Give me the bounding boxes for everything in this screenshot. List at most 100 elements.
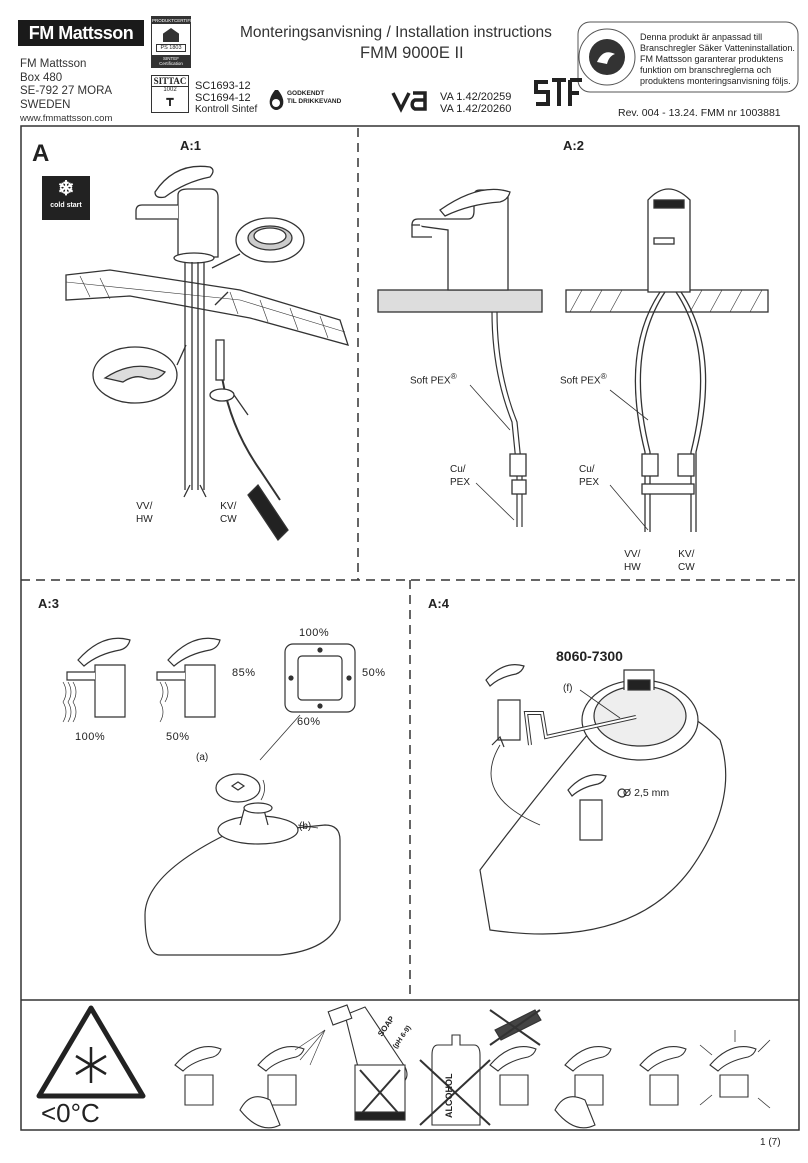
va-codes: VA 1.42/20259 VA 1.42/20260 — [440, 91, 511, 115]
alcohol-label: ALCOHOL — [444, 1073, 454, 1119]
address-line: Box 480 — [20, 71, 63, 84]
faucet-step-6 — [649, 1074, 679, 1106]
cert-text-line: funktion om branschreglerna och — [640, 65, 772, 75]
website: www.fmmattsson.com — [20, 113, 113, 124]
a2-diagram — [377, 188, 769, 532]
section-a1-label: A:1 — [180, 138, 201, 153]
a2-cw-label: KV/CW — [678, 548, 695, 574]
page-number: 1 (7) — [760, 1137, 781, 1148]
soft-pex-text: Soft PEX — [410, 375, 451, 387]
a3-part-b: (b) — [299, 821, 312, 832]
a1-hw-label: VV/HW — [136, 500, 153, 526]
tap-symbol-icon: ┳ — [166, 92, 174, 106]
a1-hw-line: VV/ — [136, 501, 153, 512]
a4-part-f: (f) — [563, 683, 573, 694]
a3-part-a: (a) — [196, 752, 209, 763]
sc-codes: SC1693-12 SC1694-12 Kontroll Sintef — [195, 80, 257, 116]
certification-text: Denna produkt är anpassad till Branschre… — [640, 32, 800, 87]
registered-mark: ® — [600, 371, 607, 381]
a3-dial-85: 85% — [232, 667, 256, 679]
sittac-logo: SITTAC 1002 ┳ — [151, 75, 189, 113]
a2-soft-pex-right: Soft PEX® — [560, 371, 607, 386]
cert-text-line: Denna produkt är anpassad till — [640, 32, 763, 42]
sc-code: SC1693-12 — [195, 80, 251, 92]
a3-flow-100: 100% — [75, 731, 106, 743]
soft-pex-text: Soft PEX — [560, 375, 601, 387]
warning-triangle-icon — [36, 1005, 146, 1099]
brand-logo: FM Mattsson — [18, 20, 144, 46]
address-line: FM Mattsson — [20, 58, 87, 70]
a2-cu-pex-left: Cu/PEX — [450, 463, 470, 489]
product-certificate-badge: PRODUKTCERTIFIKAT PS 1803 SINTEF Certifi… — [151, 16, 200, 68]
a4-hex-size: Ø 2,5 mm — [623, 787, 670, 799]
a3-dial-100: 100% — [299, 627, 330, 639]
a4-diagram — [479, 664, 727, 935]
company-address: FM Mattsson Box 480 SE-792 27 MORA SWEDE… — [20, 58, 112, 126]
model-name: FMM 9000E II — [360, 44, 464, 62]
a1-cw-line: CW — [220, 514, 237, 525]
revision-text: Rev. 004 - 13.24. FMM nr 1003881 — [618, 107, 781, 119]
snowflake-icon: ❄ — [57, 178, 75, 200]
house-icon — [163, 28, 179, 42]
sittac-label: SITTAC — [152, 76, 188, 87]
a4-tool-number: 8060-7300 — [556, 648, 623, 664]
cleaning-steps — [174, 1004, 771, 1129]
address-line: SWEDEN — [20, 98, 71, 111]
a1-hw-line: HW — [136, 514, 153, 525]
stf-logo-icon — [534, 78, 582, 106]
cold-start-label: cold start — [50, 202, 82, 209]
cu-pex-line: Cu/ — [450, 464, 466, 475]
certification-seal-icon — [578, 28, 636, 86]
a1-diagram — [65, 165, 349, 542]
cu-pex-line: PEX — [579, 477, 600, 488]
cert-badge-top: PRODUKTCERTIFIKAT — [152, 17, 200, 24]
sc-code: SC1694-12 — [195, 92, 251, 104]
alcohol-bottle-icon — [431, 1034, 481, 1126]
va-code: VA 1.42/20260 — [440, 103, 512, 115]
document-title: Monteringsanvisning / Installation instr… — [240, 24, 552, 41]
faucet-lever — [154, 165, 214, 199]
godkendt-line: TIL DRIKKEVAND — [287, 98, 342, 105]
a1-cw-label: KV/CW — [220, 500, 237, 526]
godkendt-label: GODKENDT TIL DRIKKEVAND — [287, 90, 341, 106]
a3-dial-50: 50% — [362, 667, 386, 679]
cu-pex-line: Cu/ — [579, 464, 595, 475]
a2-cw-line: CW — [678, 562, 695, 573]
sittac-number: 1002 — [163, 87, 177, 93]
a2-hw-line: VV/ — [624, 549, 641, 560]
a2-cw-line: KV/ — [678, 549, 695, 560]
a3-flow-50: 50% — [166, 731, 190, 743]
section-a4-label: A:4 — [428, 596, 449, 611]
a3-dial-60: 60% — [297, 716, 321, 728]
a3-diagram — [62, 637, 356, 956]
cert-text-line: FM Mattsson garanterar produktens — [640, 54, 784, 64]
registered-mark: ® — [450, 371, 457, 381]
a2-cu-pex-right: Cu/PEX — [579, 463, 599, 489]
temperature-warning: <0°C — [41, 1098, 100, 1128]
cold-start-badge: ❄ cold start — [42, 176, 90, 220]
godkendt-line: GODKENDT — [287, 90, 325, 97]
cu-pex-line: PEX — [450, 477, 471, 488]
outer-frame — [20, 125, 800, 1131]
faucet-step-1 — [184, 1074, 214, 1106]
section-a2-label: A:2 — [563, 138, 584, 153]
faucet-spout — [135, 204, 178, 220]
faucet-body — [177, 188, 219, 258]
cert-text-line: produktens monteringsanvisning följs. — [640, 76, 791, 86]
countertop — [65, 269, 349, 346]
shining-faucet — [719, 1074, 749, 1098]
va-logo-icon — [391, 91, 427, 113]
va-code: VA 1.42/20259 — [440, 91, 512, 103]
address-line: SE-792 27 MORA — [20, 85, 113, 97]
a2-soft-pex-left: Soft PEX® — [410, 371, 457, 386]
faucet-step-2 — [267, 1074, 297, 1106]
cert-badge-code: PS 1803 — [156, 44, 186, 52]
section-main-label: A — [32, 140, 50, 167]
a2-hw-line: HW — [624, 562, 641, 573]
faucet-step-5 — [574, 1074, 604, 1106]
section-a3-label: A:3 — [38, 596, 59, 611]
a1-cw-line: KV/ — [220, 501, 237, 512]
a2-hw-label: VV/HW — [624, 548, 641, 574]
